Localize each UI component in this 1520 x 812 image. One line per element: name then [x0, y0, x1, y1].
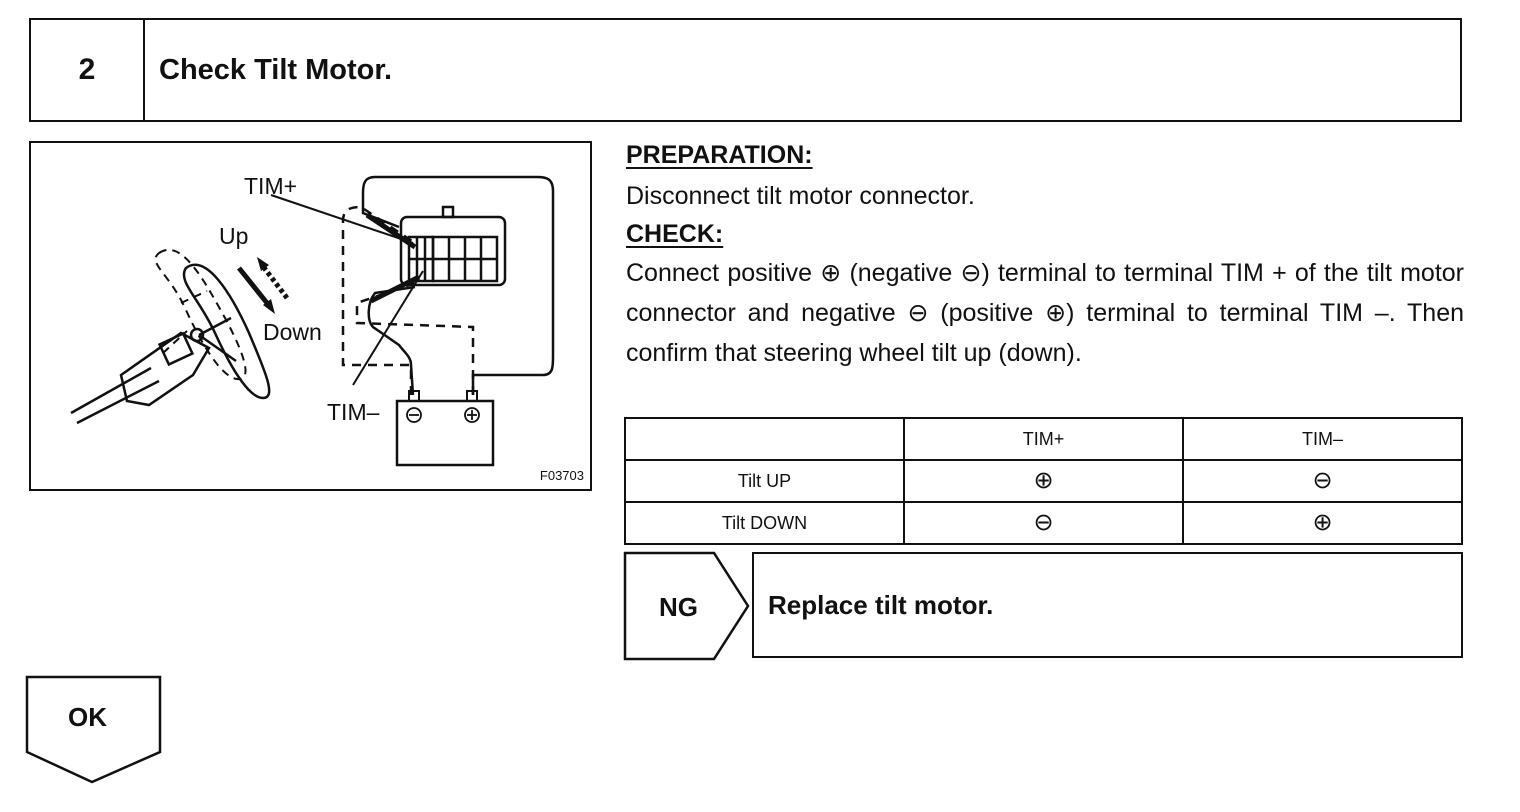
tilt-arrows	[237, 257, 289, 314]
check-heading: CHECK:	[626, 220, 724, 248]
label-down: Down	[263, 319, 322, 345]
ok-arrow-shape	[25, 675, 162, 784]
ok-label: OK	[68, 702, 107, 732]
table-header-cell: TIM+	[903, 417, 1184, 461]
row-label: Tilt DOWN	[624, 501, 905, 545]
row-label: Tilt UP	[624, 459, 905, 503]
ng-label: NG	[659, 592, 698, 622]
wiring-diagram	[70, 175, 555, 467]
table-header-cell	[624, 417, 905, 461]
table-header-cell: TIM–	[1182, 417, 1463, 461]
figure-code: F03703	[539, 468, 584, 483]
steering-wheel	[182, 263, 271, 400]
leader-tim-minus	[352, 270, 424, 386]
leader-tim-plus	[270, 194, 414, 244]
tim-minus-polarity: ⊖	[1182, 459, 1463, 503]
terminal-table: TIM+ TIM– Tilt UP ⊕ ⊖ Tilt DOWN ⊖ ⊕	[624, 417, 1463, 545]
tilt-motor-connector	[399, 205, 507, 287]
label-tim-minus: TIM–	[327, 399, 380, 425]
ng-action-text: Replace tilt motor.	[768, 589, 994, 620]
tim-minus-polarity: ⊕	[1182, 501, 1463, 545]
label-up: Up	[219, 223, 249, 249]
table-row: Tilt UP ⊕ ⊖	[624, 459, 1463, 503]
battery	[395, 390, 495, 467]
steering-wheel-tilted	[154, 248, 247, 381]
wiring-figure: TIM+ Up Down TIM– F03703	[29, 141, 592, 491]
step-header: 2 Check Tilt Motor.	[29, 18, 1462, 122]
ng-action-box: Replace tilt motor.	[752, 552, 1463, 658]
tim-plus-polarity: ⊖	[903, 501, 1184, 545]
step-title: Check Tilt Motor.	[159, 53, 393, 86]
label-tim-plus: TIM+	[244, 173, 298, 199]
tim-plus-polarity: ⊕	[903, 459, 1184, 503]
preparation-text: Disconnect tilt motor connector.	[626, 182, 975, 210]
ng-arrow-shape	[623, 551, 750, 661]
table-row: Tilt DOWN ⊖ ⊕	[624, 501, 1463, 545]
step-number: 2	[31, 20, 145, 120]
column-housing	[119, 331, 211, 407]
preparation-heading: PREPARATION:	[626, 141, 813, 169]
check-text: Connect positive ⊕ (negative ⊖) terminal…	[626, 259, 1464, 367]
steering-column	[70, 366, 160, 425]
table-header-row: TIM+ TIM–	[624, 417, 1463, 461]
